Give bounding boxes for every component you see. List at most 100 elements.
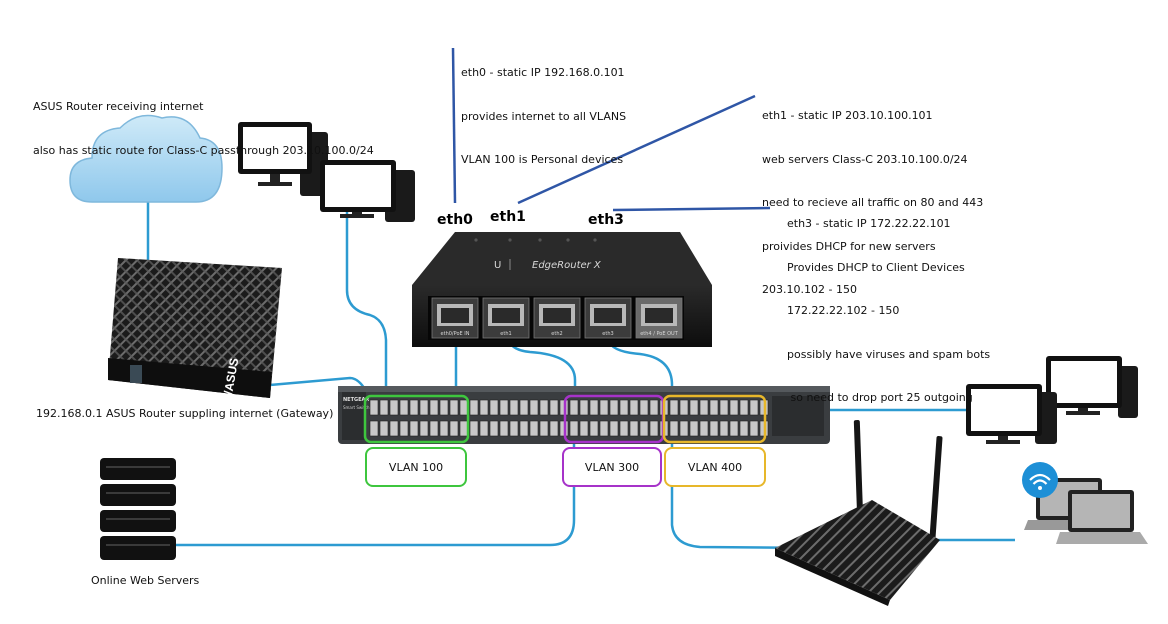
switch-brand: NETGEAR [343, 397, 369, 403]
desktop-pc-icon [238, 122, 328, 196]
note-line: ASUS Router receiving internet [33, 100, 204, 113]
web-server-stack-icon [100, 458, 176, 560]
switch-port [429, 399, 439, 416]
edgerouter-port-0: eth0/PoE IN [431, 297, 479, 339]
note-line: provides internet to all VLANS [461, 109, 627, 123]
switch-port [379, 399, 389, 416]
switch-port [419, 399, 429, 416]
eth3-port-label: eth3 [588, 212, 624, 228]
eth0-callout-line [451, 47, 457, 204]
switch-port [749, 420, 759, 437]
switch-port [609, 399, 619, 416]
switch-port [369, 420, 379, 437]
switch-port [519, 420, 529, 437]
edgerouter-port-3: eth3 [584, 297, 632, 339]
switch-port [409, 399, 419, 416]
switch-port [569, 399, 579, 416]
edgerouter-port-label: eth2 [551, 331, 562, 337]
switch-port [679, 399, 689, 416]
switch-port [739, 399, 749, 416]
switch-port [369, 399, 379, 416]
edgerouter-port-label: eth4 / PoE OUT [640, 331, 678, 337]
switch-port [549, 399, 559, 416]
switch-port [689, 399, 699, 416]
switch-port [729, 399, 739, 416]
switch-port [519, 399, 529, 416]
vlan-100-group-outline [363, 394, 470, 444]
cable-pc1-switch [345, 212, 388, 404]
switch-port [649, 420, 659, 437]
edgerouter-port-1: eth1 [482, 297, 530, 339]
desktop-pc-icon [320, 160, 415, 222]
edgerouter-port-label: eth0/PoE IN [441, 331, 470, 337]
asus-logo: /ASUS [221, 357, 241, 396]
switch-port [569, 420, 579, 437]
vlan-100-label: VLAN 100 [365, 447, 467, 487]
switch-port [449, 399, 459, 416]
switch-port [619, 399, 629, 416]
note-line: so need to drop port 25 outgoing [787, 391, 973, 404]
switch-port [719, 420, 729, 437]
note-line: need to recieve all traffic on 80 and 44… [762, 196, 984, 209]
switch-port [449, 420, 459, 437]
desktop-pc-icon [1046, 356, 1138, 418]
switch-port [509, 420, 519, 437]
note-line: possibly have viruses and spam bots [787, 347, 991, 361]
switch-port [549, 420, 559, 437]
note-line: 172.22.22.102 - 150 [787, 304, 900, 317]
wireless-router-icon [775, 420, 943, 606]
switch-port [689, 420, 699, 437]
switch-port [589, 420, 599, 437]
gateway-label: 192.168.0.1 ASUS Router suppling interne… [36, 407, 334, 420]
switch-port [469, 420, 479, 437]
wifi-icon [1022, 462, 1058, 498]
switch-port [599, 399, 609, 416]
switch-port [589, 399, 599, 416]
switch-port [399, 399, 409, 416]
note-line: 203.10.102 - 150 [762, 283, 857, 296]
note-line: proivides DHCP for new servers [762, 239, 936, 253]
internet-cloud-icon [69, 114, 223, 203]
switch-port [699, 420, 709, 437]
edgerouter-port-4: eth4 / PoE OUT [635, 297, 683, 339]
switch-port [539, 399, 549, 416]
switch-port [509, 399, 519, 416]
switch-port [649, 399, 659, 416]
eth3-callout-line [612, 206, 771, 212]
switch-port [719, 399, 729, 416]
eth0-note: eth0 - static IP 192.168.0.101 provides … [461, 37, 626, 182]
laptop-icon [1056, 490, 1148, 544]
note-line: Provides DHCP to Client Devices [787, 260, 965, 274]
switch-port [539, 420, 549, 437]
eth1-callout-line [517, 94, 756, 205]
switch-port [499, 420, 509, 437]
ubiquiti-logo: U [494, 260, 501, 271]
cable-switch-ap [670, 425, 821, 550]
switch-port [479, 399, 489, 416]
switch-port [629, 420, 639, 437]
note-line: web servers Class-C 203.10.100.0/24 [762, 152, 968, 166]
switch-port [439, 420, 449, 437]
web-servers-label: Online Web Servers [91, 574, 200, 587]
eth1-port-label: eth1 [490, 209, 526, 225]
vlan-400-group-outline [662, 394, 767, 444]
switch-port [729, 420, 739, 437]
switch-port [709, 420, 719, 437]
switch-port [629, 399, 639, 416]
desktop-pc-icon [966, 384, 1057, 444]
eth3-note: eth3 - static IP 172.22.22.101 Provides … [787, 188, 990, 420]
switch-port [489, 399, 499, 416]
switch-port [579, 399, 589, 416]
switch-port [489, 420, 499, 437]
edgerouter-ports: eth0/PoE IN eth1 eth2 eth3 eth4 / PoE OUT [431, 297, 683, 339]
edgerouter-port-label: eth1 [500, 331, 511, 337]
switch-port [399, 420, 409, 437]
switch-port [499, 399, 509, 416]
edgerouter-port-2: eth2 [533, 297, 581, 339]
switch-port [439, 399, 449, 416]
switch-port [749, 399, 759, 416]
eth1-note: eth1 - static IP 203.10.100.101 web serv… [762, 80, 983, 312]
switch-port [429, 420, 439, 437]
switch-port [619, 420, 629, 437]
note-line: also has static route for Class-C passth… [33, 143, 374, 157]
